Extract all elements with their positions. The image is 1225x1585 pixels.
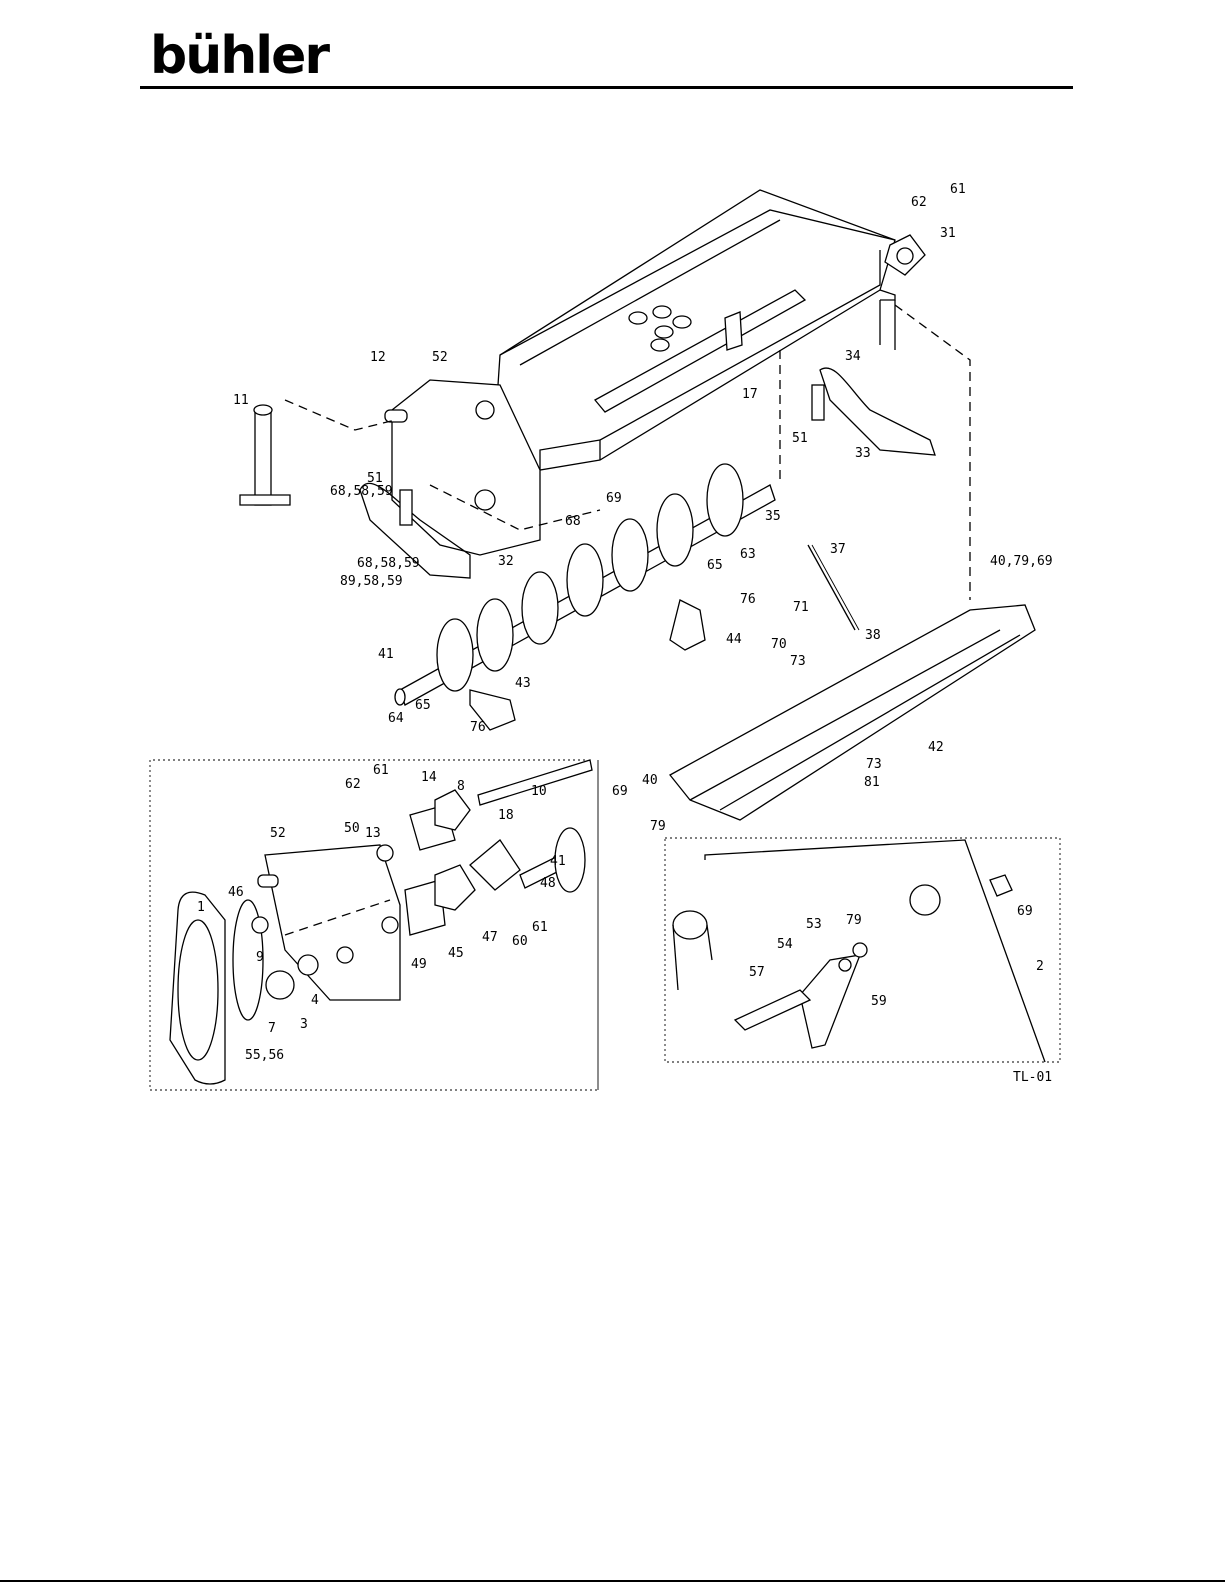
callout-38: 38 [865,628,881,643]
callout-41: 41 [378,647,394,662]
callout-52: 52 [432,350,448,365]
callout-31: 31 [940,226,956,241]
drag-chain [808,545,855,630]
spacer-4 [298,955,318,975]
callout-35: 35 [765,509,781,524]
callout-13: 13 [365,826,381,841]
callout-53: 53 [806,917,822,932]
callout-71: 71 [793,600,809,615]
callout-32: 32 [498,554,514,569]
clevis-inset [665,838,1060,1062]
callout-62: 62 [345,777,361,792]
callout-64: 64 [388,711,404,726]
callout-69: 69 [1017,904,1033,919]
callout-48: 48 [540,876,556,891]
callout-40: 40 [642,773,658,788]
callout-61: 61 [373,763,389,778]
callout-4: 4 [311,993,319,1008]
callout-73: 73 [866,757,882,772]
flange-48 [470,840,520,890]
callout-68-58-59: 68,58,59 [330,484,393,499]
bearing-47 [435,865,475,910]
bolt-57 [735,990,810,1030]
callout-18: 18 [498,808,514,823]
callout-81: 81 [864,775,880,790]
bearing-14 [435,790,470,830]
callout-47: 47 [482,930,498,945]
sprocket-46 [252,917,268,933]
callout-46: 46 [228,885,244,900]
trailing-board [670,605,1035,820]
callout-11: 11 [233,393,249,408]
callout-65: 65 [415,698,431,713]
sprocket-3 [266,971,294,999]
callout-61: 61 [950,182,966,197]
callout-69: 69 [606,491,622,506]
right-skid [812,368,935,455]
callout-61: 61 [532,920,548,935]
callout-55-56: 55,56 [245,1048,284,1063]
tine-44 [670,600,705,650]
chain-case-cover [170,892,225,1084]
main-assembly [240,190,1035,820]
callout-7: 7 [268,1021,276,1036]
callout-73: 73 [790,654,806,669]
callout-51: 51 [792,431,808,446]
callout-79: 79 [650,819,666,834]
callout-37: 37 [830,542,846,557]
callout-10: 10 [531,784,547,799]
callout-50: 50 [344,821,360,836]
callout-43: 43 [515,676,531,691]
callout-52: 52 [270,826,286,841]
callout-1: 1 [197,900,205,915]
callout-79: 79 [846,913,862,928]
callout-60: 60 [512,934,528,949]
callout-89-58-59: 89,58,59 [340,574,403,589]
jack-stand [240,405,290,505]
callout-76: 76 [740,592,756,607]
callout-49: 49 [411,957,427,972]
callout-2: 2 [1036,959,1044,974]
bearing-49 [382,917,398,933]
callout-69: 69 [612,784,628,799]
callout-17: 17 [742,387,758,402]
callout-3: 3 [300,1017,308,1032]
callout-45: 45 [448,946,464,961]
callout-9: 9 [256,950,264,965]
callout-41: 41 [550,854,566,869]
callout-68-58-59: 68,58,59 [357,556,420,571]
callout-62: 62 [911,195,927,210]
callout-63: 63 [740,547,756,562]
callout-59: 59 [871,994,887,1009]
callout-12: 12 [370,350,386,365]
callout-54: 54 [777,937,793,952]
callout-40-79-69: 40,79,69 [990,554,1053,569]
tiller-frame [495,190,895,470]
callout-8: 8 [457,779,465,794]
callout-34: 34 [845,349,861,364]
callout-42: 42 [928,740,944,755]
drawing-code: TL-01 [1013,1070,1052,1085]
callout-70: 70 [771,637,787,652]
callout-76: 76 [470,720,486,735]
callout-57: 57 [749,965,765,980]
callout-33: 33 [855,446,871,461]
clevis-54 [800,955,860,1048]
callout-14: 14 [421,770,437,785]
callout-44: 44 [726,632,742,647]
callout-65: 65 [707,558,723,573]
bearing-50 [377,845,393,861]
callout-68: 68 [565,514,581,529]
nut-69 [990,875,1012,896]
